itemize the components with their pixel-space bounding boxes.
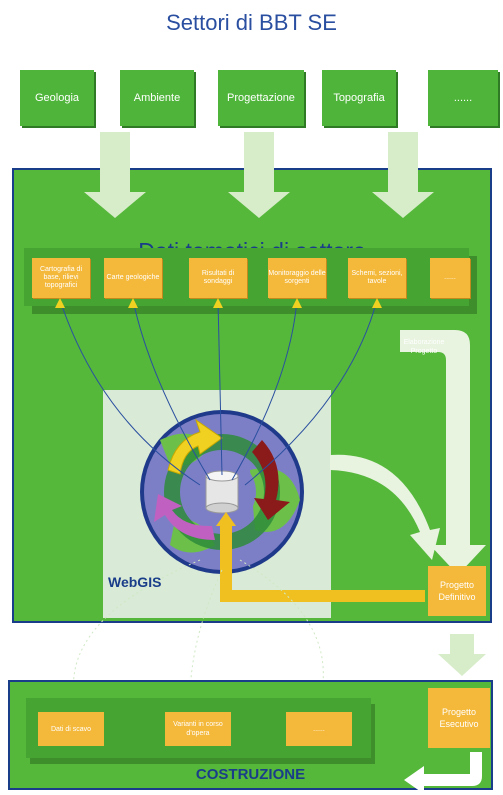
yellow-cycle-arrow: [167, 418, 223, 475]
sector-geologia: Geologia: [20, 70, 94, 126]
red-cycle-arrow: [252, 440, 290, 520]
webgis-label: WebGIS: [108, 574, 162, 590]
sector-ambiente: Ambiente: [120, 70, 194, 126]
construction-item-dati-scavo: Dati di scavo: [38, 712, 104, 746]
thematic-item-schemi: Schemi, sezioni, tavole: [348, 258, 406, 298]
connection-lines: [59, 299, 378, 486]
thematic-item-more: ......: [430, 258, 470, 298]
thematic-item-sondaggi: Risultati di sondaggi: [189, 258, 247, 298]
thematic-item-cartografia: Cartografia di base, rilievi topografici: [32, 258, 90, 298]
connection-arrowheads: [55, 298, 382, 308]
sector-more: ......: [428, 70, 498, 126]
diagram-title: Settori di BBT SE: [166, 10, 337, 35]
thematic-item-carte-geologiche: Carte geologiche: [104, 258, 162, 298]
sector-topografia: Topografia: [322, 70, 396, 126]
magenta-cycle-arrow: [154, 494, 215, 540]
progetto-definitivo-box: Progetto Definitivo: [428, 566, 486, 616]
construction-item-varianti: Varianti in corso d'opera: [165, 712, 231, 746]
thematic-item-monitoraggio: Monitoraggio delle sorgenti: [268, 258, 326, 298]
down-arrow-3: [372, 132, 434, 218]
db-to-definitivo-arrow: [220, 522, 425, 602]
database-icon: [205, 470, 239, 514]
construction-label: COSTRUZIONE: [195, 766, 306, 783]
down-arrow-2: [228, 132, 290, 218]
sector-progettazione: Progettazione: [218, 70, 304, 126]
elaborazione-label: Elaborazione Progetto: [403, 339, 445, 355]
gis-to-definitivo-arrow: [330, 454, 440, 560]
progetto-esecutivo-box: Progetto Esecutivo: [428, 688, 490, 748]
construction-item-more: ......: [286, 712, 352, 746]
down-arrow-1: [84, 132, 146, 218]
elaborazione-arrow: [400, 330, 486, 575]
